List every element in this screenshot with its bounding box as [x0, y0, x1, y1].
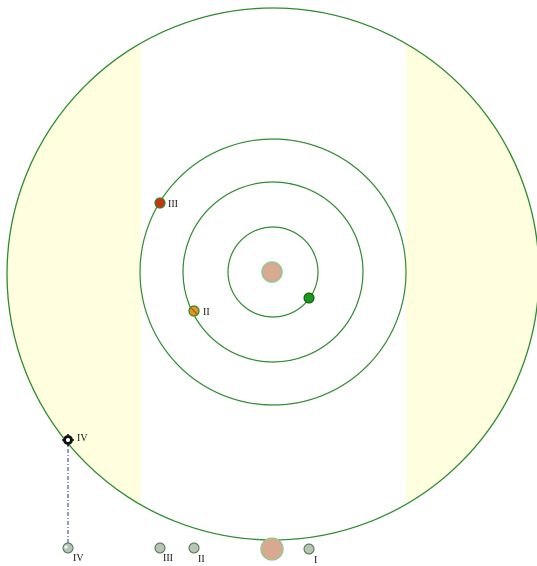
outer-orbit-group — [6, 7, 537, 541]
moon-II-label: II — [203, 307, 210, 318]
moon-III-icon — [154, 197, 166, 209]
projection-moon-II-icon — [188, 542, 200, 554]
moon-I-icon — [303, 292, 315, 304]
orbit-ring-III — [139, 138, 407, 406]
moon-III[interactable]: III — [154, 197, 178, 210]
projection-moon-IV-highlight — [64, 545, 68, 549]
moon-IV-icon — [62, 434, 74, 446]
moon-IV-label: IV — [77, 433, 88, 444]
moon-I[interactable] — [303, 292, 315, 304]
projection-label-I: I — [314, 555, 317, 566]
projection-moon-IV-icon — [62, 542, 74, 554]
moon-II[interactable]: II — [188, 305, 210, 318]
projection-label-III: III — [163, 553, 173, 564]
moon-IV[interactable]: IV — [62, 433, 88, 545]
projection-row: IV III II I — [62, 537, 317, 566]
orbit-ring-II — [182, 181, 364, 363]
visible-band — [141, 8, 406, 540]
projection-moon-III-icon — [154, 542, 166, 554]
orbit-ring-I — [227, 226, 319, 318]
projection-planet-icon — [260, 537, 284, 561]
projection-label-IV: IV — [73, 553, 84, 564]
projection-moon-I-icon — [303, 543, 315, 555]
projection-label-II: II — [198, 554, 205, 565]
planet-icon — [261, 261, 283, 283]
moon-III-label: III — [168, 199, 178, 210]
moon-II-mark — [190, 307, 198, 315]
